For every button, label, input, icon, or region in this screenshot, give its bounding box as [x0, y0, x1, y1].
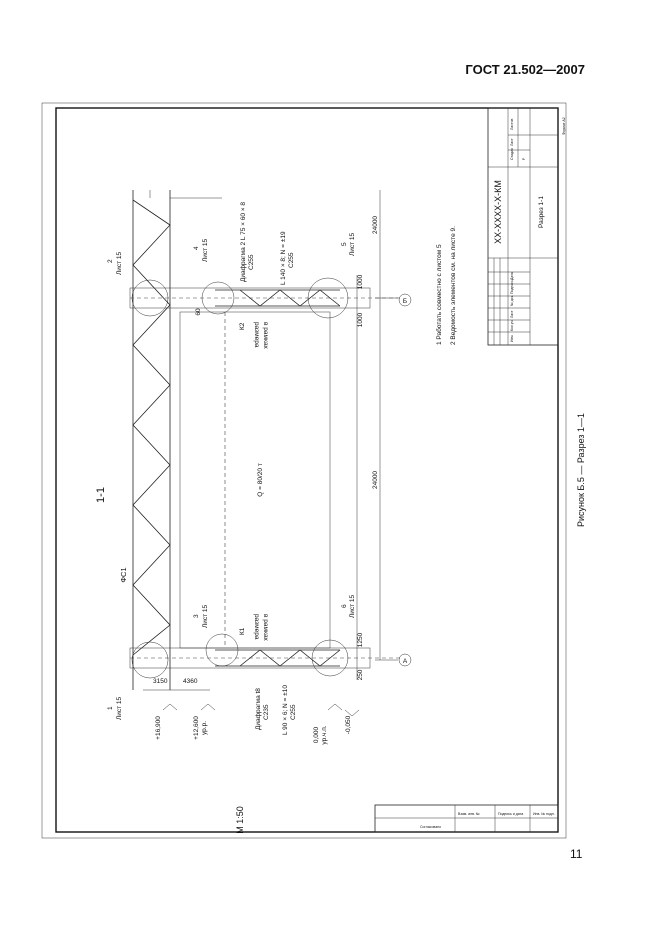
angle-bot-label: L 90 × 6; N = ±10 [282, 685, 289, 735]
elevation-12600: +12,600 [193, 716, 200, 740]
dim-1250: 1250 [357, 632, 364, 647]
elevation-0: 0,000 [313, 726, 320, 743]
axis-marker-b [398, 293, 412, 307]
callout-sheet: Лист 15 [349, 232, 356, 256]
elevation-neg: -0,050 [345, 715, 352, 734]
axis-marker-a [398, 653, 412, 667]
callout-sheet: Лист 15 [349, 594, 356, 618]
dim-250: 250 [357, 669, 364, 680]
sheet-header: Лист [510, 138, 514, 146]
diaphragm-bot-label: Диафрагма t8 [255, 688, 262, 730]
callout-sheet: Лист 15 [116, 251, 123, 275]
callout-num: 4 [193, 246, 200, 250]
col-header: Изм. [510, 334, 514, 342]
column-a [129, 633, 400, 679]
callout-num: 2 [107, 259, 114, 263]
crane-outline [179, 311, 331, 649]
roof-truss [132, 190, 222, 690]
col-header: Лист [510, 310, 514, 318]
callout-num: 1 [107, 706, 114, 710]
col-header: № док. [510, 295, 514, 306]
elevation-marks: +16,900 +12,600 ур.р. 0,000 ур.ч.п. -0,0… [155, 703, 360, 745]
figure-caption: Рисунок Б.5 — Разрез 1—1 [576, 413, 586, 527]
page-number: 11 [570, 847, 583, 861]
column-k1: К1 [239, 627, 246, 635]
col-header: Дата [510, 272, 514, 280]
angle-bot-steel: С255 [290, 704, 297, 720]
frame-label: в рамках [262, 322, 269, 350]
dim-60: 60 [195, 308, 202, 316]
callouts: 1 Лист 15 2 Лист 15 3 Лист 15 4 Лист 15 … [107, 232, 356, 720]
side-stamp: Инв. № подл. Подпись и дата Взам. инв. №… [374, 804, 559, 833]
angle-top-label: L 140 × 8; N = ±19 [280, 231, 287, 285]
callout-num: 5 [341, 242, 348, 246]
dim-4360: 4360 [183, 678, 198, 685]
outer-frame [41, 102, 567, 839]
axis-label-b: Б [403, 298, 407, 305]
callout-sheet: Лист 15 [202, 604, 209, 628]
dim-1000: 1000 [357, 312, 364, 327]
callout-num: 3 [193, 614, 200, 618]
format-label: Формат А2 [562, 117, 566, 135]
diaphragm-bot-steel: С235 [263, 704, 270, 720]
scale-label: М 1:50 [235, 806, 245, 834]
dim-24000: 24000 [372, 471, 379, 489]
callout-sheet: Лист 15 [202, 238, 209, 262]
truss-label: ФС1 [119, 567, 128, 582]
stage-header: Стадия [510, 148, 514, 160]
diaphragm-top-steel: С255 [248, 254, 255, 270]
drawing-code: ХХ-ХХХХ-Х-КМ [493, 180, 503, 244]
column-k2: К2 [239, 322, 246, 330]
sheets-header: Листов [510, 118, 514, 130]
crane-capacity: Q = 80/20 т [257, 463, 264, 497]
dim-3150: 3150 [153, 678, 168, 685]
stage-value: Р [522, 157, 526, 160]
diaphragm-top-label: Диафрагма 2 L 75 × 60 × 8 [240, 202, 247, 282]
frame-label: размера [253, 322, 260, 348]
note-1: 1 Работать совместно с листом 5 [435, 244, 443, 345]
sheet-title: Разрез 1-1 [538, 196, 545, 228]
column-b [129, 277, 400, 319]
inner-frame [55, 107, 559, 833]
dim-1000: 1000 [357, 274, 364, 289]
stamp-field: Согласовано [420, 825, 441, 829]
standard-header: ГОСТ 21.502—2007 [465, 62, 585, 77]
frame-label: размера [253, 614, 260, 640]
section-title: 1-1 [95, 487, 107, 503]
col-header: Кол.уч. [510, 320, 514, 331]
stamp-field: Инв. № подл. [533, 812, 555, 816]
frame-label: в рамках [262, 614, 269, 642]
note-2: 2 Ведомость элементов см. на листе 9. [450, 226, 457, 345]
callout-num: 6 [341, 604, 348, 608]
stamp-field: Взам. инв. № [458, 812, 480, 816]
dim-24000-top: 24000 [372, 216, 379, 234]
col-header: Подпись [510, 280, 514, 294]
elevation-note: ур.р. [201, 721, 208, 735]
axis-label-a: А [403, 658, 408, 665]
elevation-16900: +16,900 [155, 716, 162, 740]
angle-top-steel: С255 [288, 252, 295, 268]
elevation-note: ур.ч.п. [321, 725, 328, 744]
callout-sheet: Лист 15 [116, 696, 123, 720]
title-block: ХХ-ХХХХ-Х-КМ Разрез 1-1 Стадия Лист Лист… [487, 107, 566, 346]
stamp-field: Подпись и дата [498, 812, 523, 816]
